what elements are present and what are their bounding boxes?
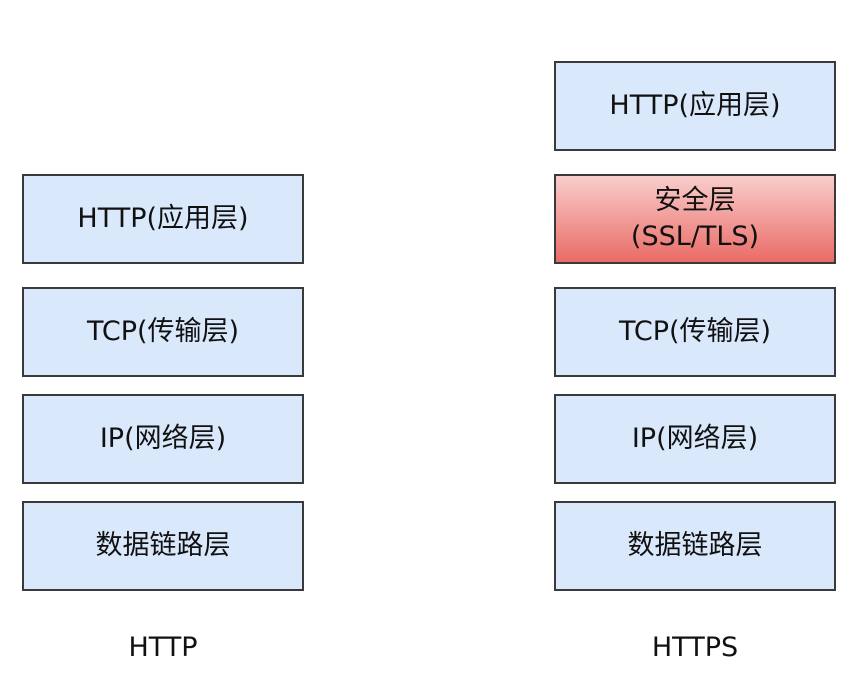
- layer-label: 数据链路层: [627, 530, 763, 561]
- https-stack-transport-layer: TCP(传输层): [554, 287, 836, 377]
- layer-label: HTTP(应用层): [77, 203, 249, 234]
- https-stack-security-layer: 安全层 (SSL/TLS): [554, 174, 836, 264]
- layer-label: IP(网络层): [99, 423, 227, 454]
- layer-label-line2: (SSL/TLS): [630, 221, 760, 252]
- https-stack-network-layer: IP(网络层): [554, 394, 836, 484]
- layer-label: IP(网络层): [631, 423, 759, 454]
- layer-label: 数据链路层: [95, 530, 231, 561]
- http-stack-caption: HTTP: [128, 632, 198, 663]
- layer-label: TCP(传输层): [86, 316, 240, 347]
- http-stack-transport-layer: TCP(传输层): [22, 287, 304, 377]
- layer-label: TCP(传输层): [618, 316, 772, 347]
- http-stack-data-link-layer: 数据链路层: [22, 501, 304, 591]
- https-stack-data-link-layer: 数据链路层: [554, 501, 836, 591]
- https-stack-caption: HTTPS: [651, 632, 739, 663]
- layer-label: HTTP(应用层): [609, 90, 781, 121]
- layer-label: 安全层: [654, 185, 736, 216]
- http-stack-application-layer: HTTP(应用层): [22, 174, 304, 264]
- https-stack-application-layer: HTTP(应用层): [554, 61, 836, 151]
- http-stack-network-layer: IP(网络层): [22, 394, 304, 484]
